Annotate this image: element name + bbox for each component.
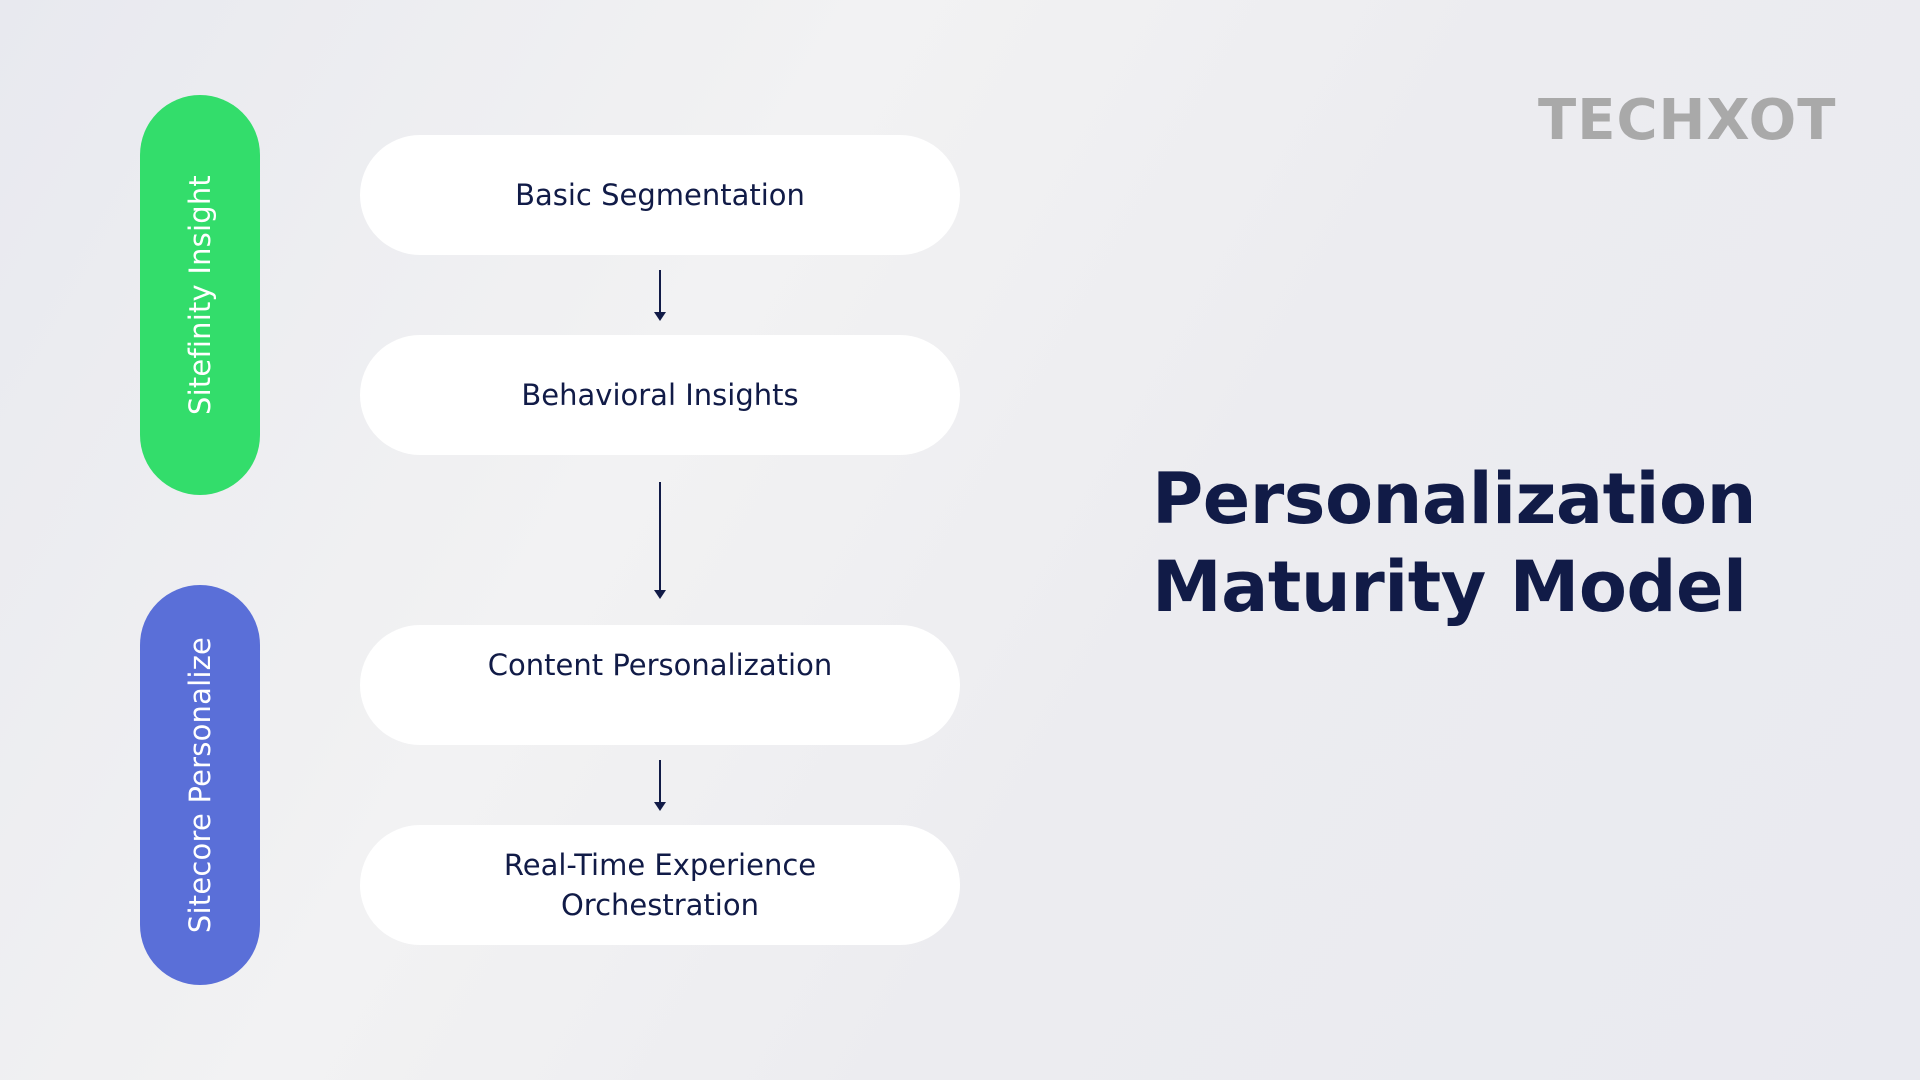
step-box: Real-Time Experience Orchestration <box>360 825 960 945</box>
arrow-down-icon <box>650 270 670 322</box>
group-sitefinity-insight: Sitefinity Insight <box>140 95 260 495</box>
group-sitecore-personalize: Sitecore Personalize <box>140 585 260 985</box>
step-box: Behavioral Insights <box>360 335 960 455</box>
step-label: Basic Segmentation <box>515 178 805 212</box>
step-box: Content Personalization <box>360 625 960 745</box>
group-label: Sitefinity Insight <box>183 175 217 415</box>
step-label: Content Personalization <box>487 648 833 682</box>
step-label: Real-Time Experience Orchestration <box>503 848 817 922</box>
arrow-down-icon <box>650 760 670 812</box>
group-label: Sitecore Personalize <box>183 636 217 934</box>
page-title: Personalization Maturity Model <box>1152 458 1756 628</box>
step-label: Behavioral Insights <box>521 378 799 412</box>
step-box: Basic Segmentation <box>360 135 960 255</box>
techxot-logo: TECHXOT <box>1538 88 1837 153</box>
arrow-down-icon <box>650 482 670 600</box>
